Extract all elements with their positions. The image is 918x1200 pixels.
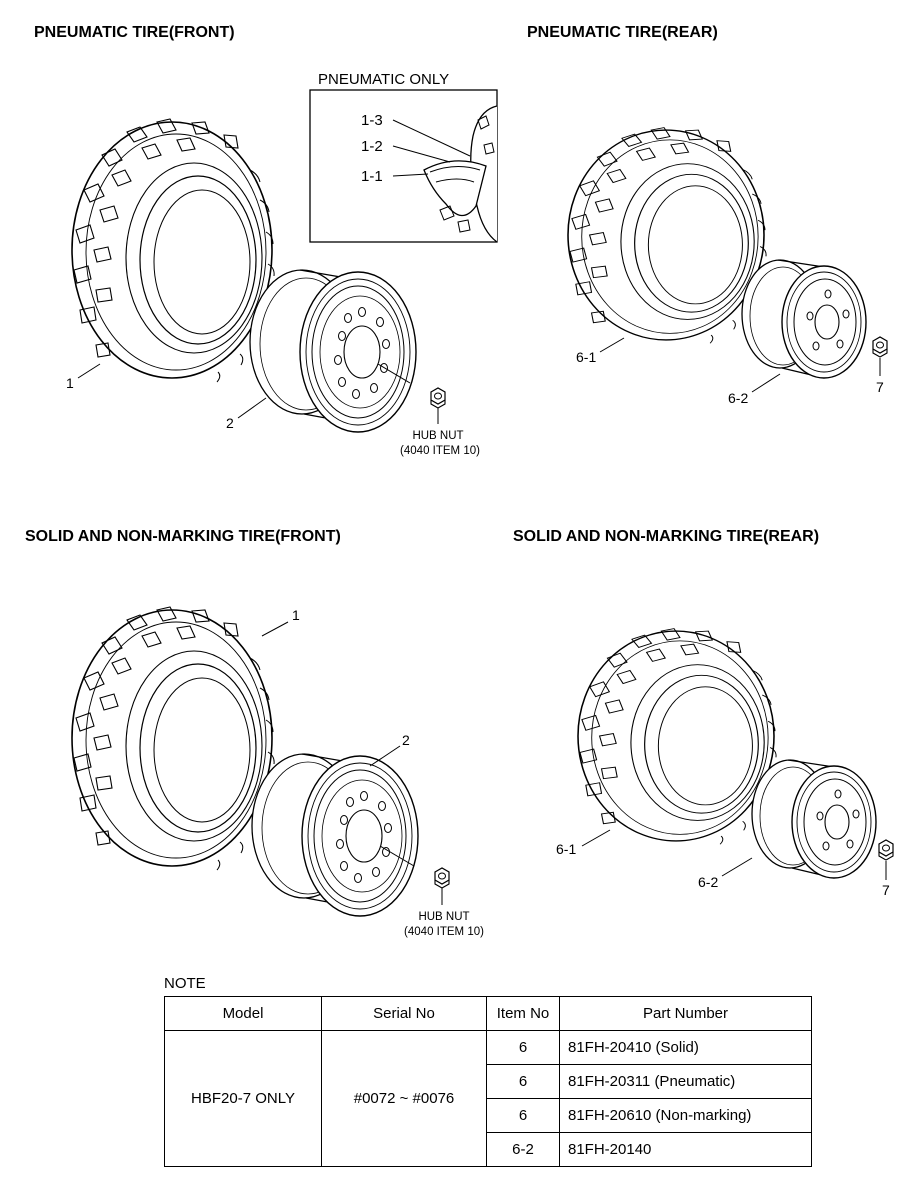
heading-solid-front: SOLID AND NON-MARKING TIRE(FRONT) xyxy=(25,528,341,545)
hub-nut-ref-pf: (4040 ITEM 10) xyxy=(400,445,480,457)
note-title: NOTE xyxy=(164,975,206,992)
cell-model: HBF20-7 ONLY xyxy=(164,1030,322,1167)
callout-7-pr: 7 xyxy=(876,379,884,395)
inset-title: PNEUMATIC ONLY xyxy=(318,71,449,88)
pneumatic-rear-rim xyxy=(741,259,867,379)
cell-item: 6 xyxy=(486,1064,560,1099)
callout-2-pf: 2 xyxy=(226,415,234,431)
cell-part-number: 81FH-20610 (Non-marking) xyxy=(559,1098,812,1133)
table-header-row: Model Serial No Item No Part Number xyxy=(164,996,812,1031)
solid-rear-tire xyxy=(577,627,777,846)
callout-1-pf: 1 xyxy=(66,375,74,391)
solid-front-hub-nut xyxy=(434,867,450,889)
hub-nut-label-sf: HUB NUT xyxy=(418,911,469,923)
cell-part-number: 81FH-20311 (Pneumatic) xyxy=(559,1064,812,1099)
hub-nut-label-pf: HUB NUT xyxy=(412,430,463,442)
cell-part-number: 81FH-20140 xyxy=(559,1132,812,1167)
inset-label-1-3: 1-3 xyxy=(361,112,383,129)
note-table: Model Serial No Item No Part Number HBF2… xyxy=(164,996,812,1167)
header-model: Model xyxy=(164,996,322,1031)
callout-2-sf: 2 xyxy=(402,732,410,748)
hub-nut-ref-sf: (4040 ITEM 10) xyxy=(404,926,484,938)
solid-front-tire xyxy=(71,606,275,871)
table-row: HBF20-7 ONLY #0072 ~ #0076 6 81FH-20410 … xyxy=(164,1030,812,1167)
heading-pneumatic-rear: PNEUMATIC TIRE(REAR) xyxy=(527,24,718,41)
callout-6-1-pr: 6-1 xyxy=(576,349,596,365)
header-part-number: Part Number xyxy=(559,996,812,1031)
solid-front-wheel xyxy=(251,753,419,917)
pneumatic-front-hub-nut xyxy=(430,387,446,409)
table-row: 6 81FH-20610 (Non-marking) xyxy=(165,1098,812,1133)
cell-part-number: 81FH-20410 (Solid) xyxy=(559,1030,812,1065)
solid-rear-rim xyxy=(751,759,877,879)
cell-item: 6-2 xyxy=(486,1132,560,1167)
pneumatic-only-inset: PNEUMATIC ONLY 1-3 1-2 1-1 xyxy=(309,71,498,243)
solid-rear-nut xyxy=(878,839,894,861)
heading-pneumatic-front: PNEUMATIC TIRE(FRONT) xyxy=(34,24,235,41)
heading-solid-rear: SOLID AND NON-MARKING TIRE(REAR) xyxy=(513,528,820,545)
table-row: 6-2 81FH-20140 xyxy=(165,1132,812,1167)
callout-1-sf: 1 xyxy=(292,607,300,623)
callout-6-2-sr: 6-2 xyxy=(698,874,718,890)
callout-6-2-pr: 6-2 xyxy=(728,390,748,406)
pneumatic-front-wheel xyxy=(249,269,417,433)
inset-label-1-1: 1-1 xyxy=(361,168,383,185)
table-row: 6 81FH-20311 (Pneumatic) xyxy=(165,1064,812,1099)
callout-6-1-sr: 6-1 xyxy=(556,841,576,857)
header-serial: Serial No xyxy=(321,996,487,1031)
pneumatic-rear-tire xyxy=(567,126,767,345)
cell-serial: #0072 ~ #0076 xyxy=(321,1030,487,1167)
cell-item: 6 xyxy=(486,1098,560,1133)
pneumatic-front-tire xyxy=(71,118,275,383)
callout-7-sr: 7 xyxy=(882,882,890,898)
pneumatic-rear-nut xyxy=(872,336,888,358)
cell-item: 6 xyxy=(486,1030,560,1065)
parts-diagram: 1 2 HUB NUT (4040 ITEM 10) PNEUMATIC ONL… xyxy=(66,71,894,938)
header-item: Item No xyxy=(486,996,560,1031)
inset-label-1-2: 1-2 xyxy=(361,138,383,155)
